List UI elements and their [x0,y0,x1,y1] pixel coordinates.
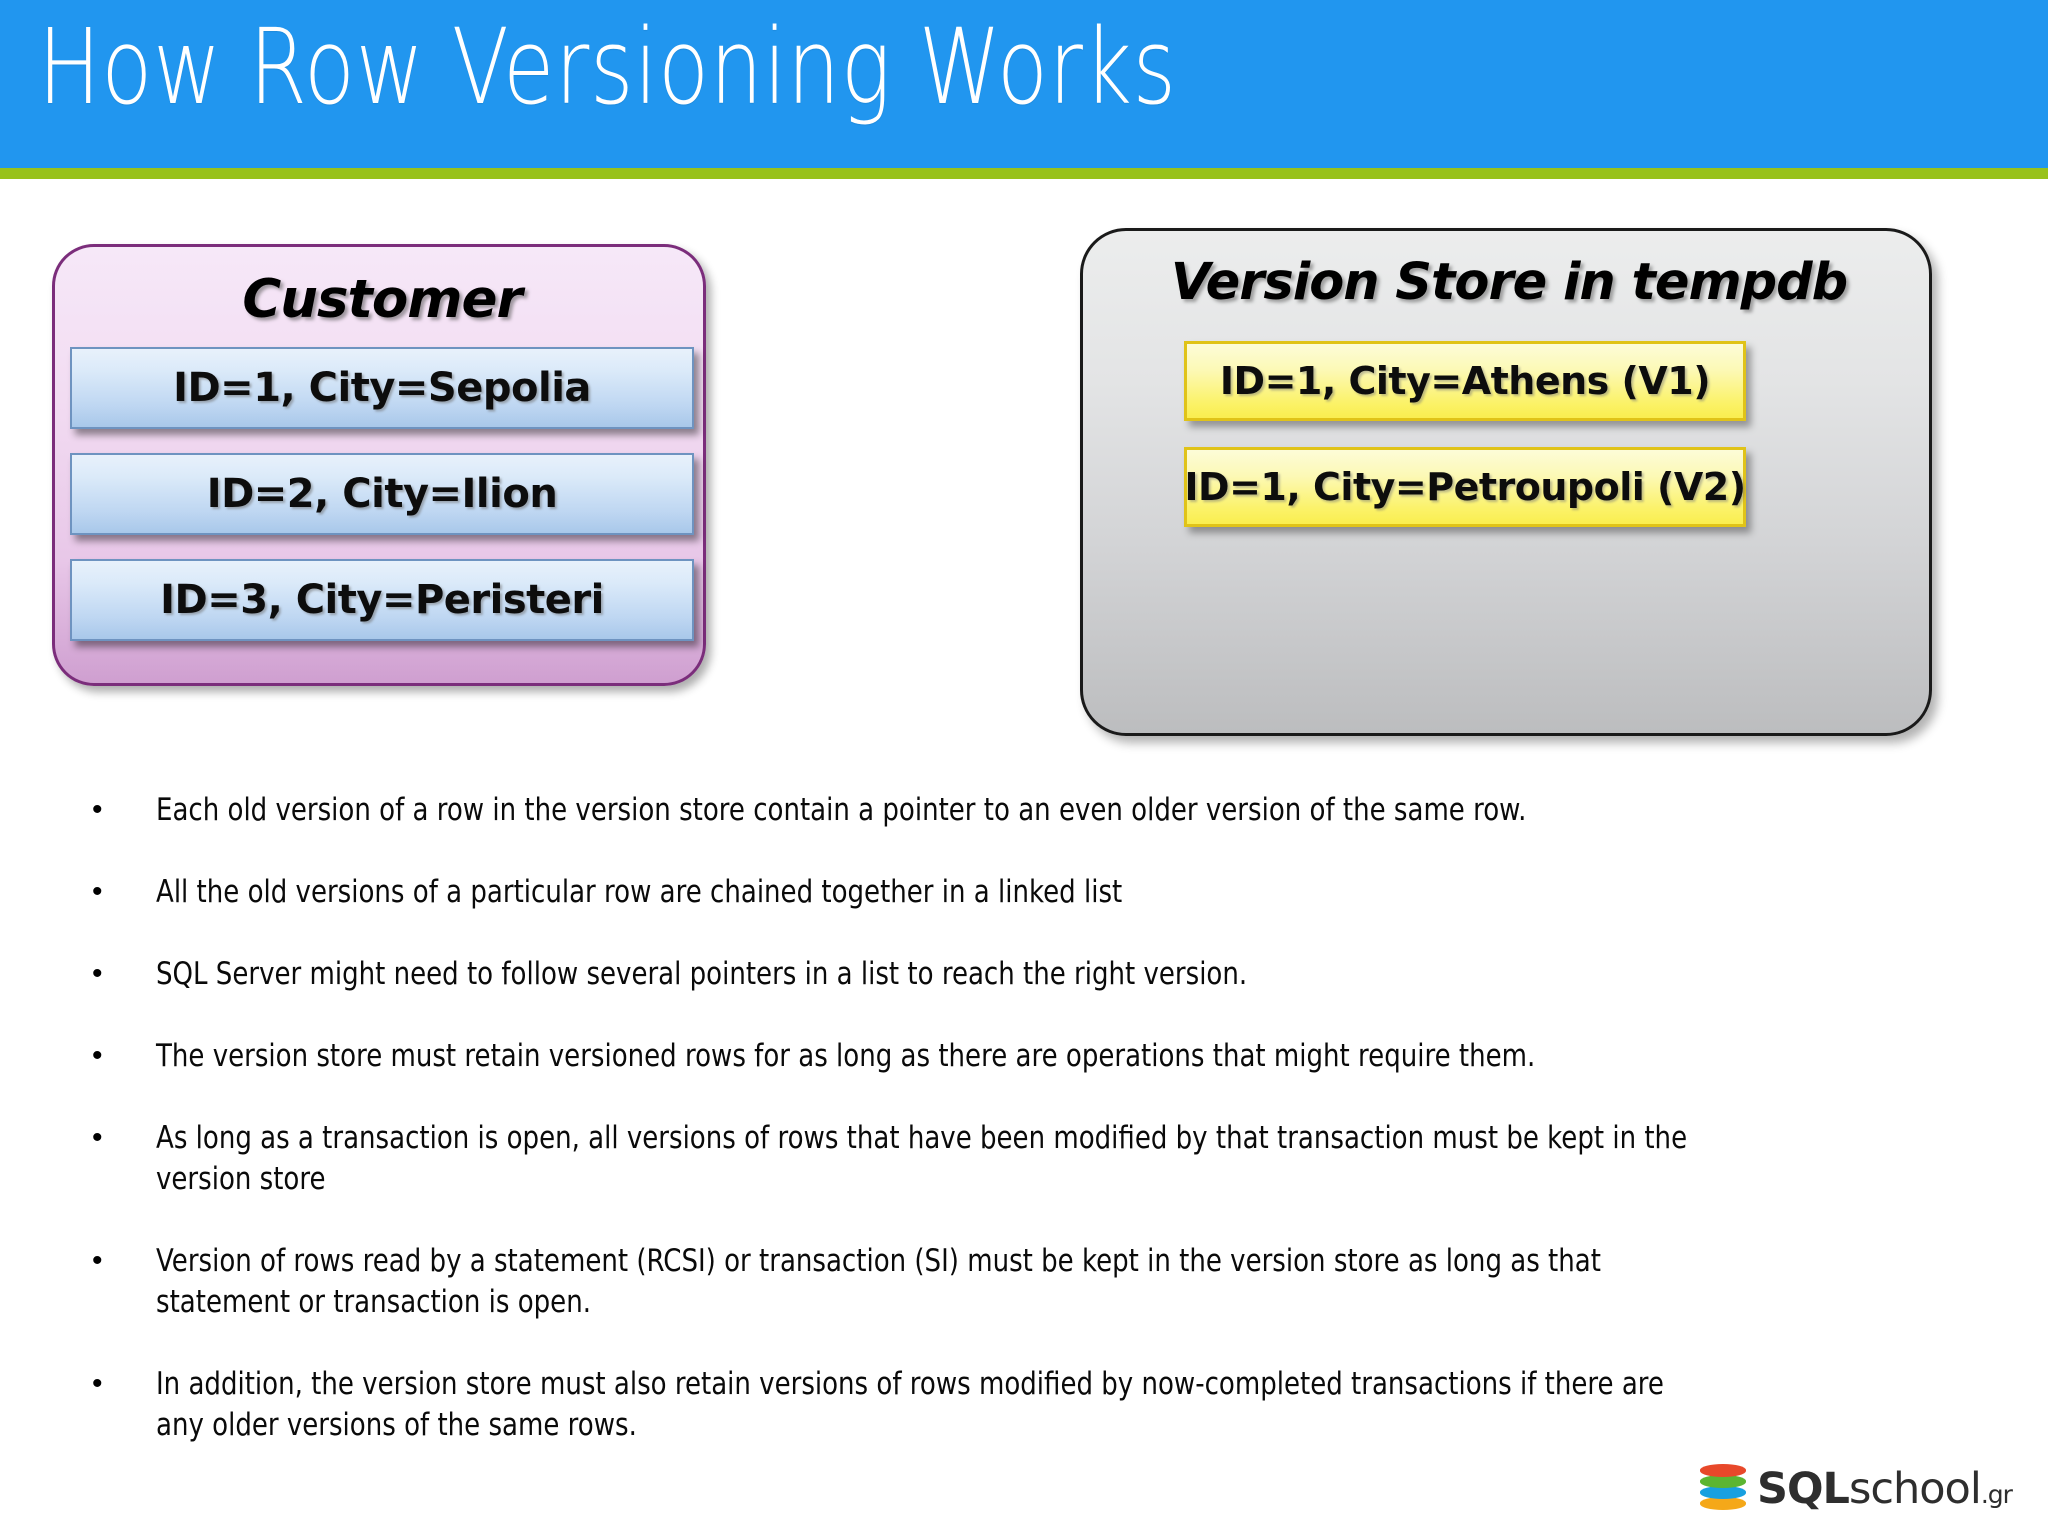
bullet-marker-icon: • [92,1121,103,1154]
customer-row: ID=2, City=Ilion [70,453,694,535]
cylinder-band-red [1700,1464,1746,1477]
list-item: • Each old version of a row in the versi… [84,790,1984,831]
bullet-list: • Each old version of a row in the versi… [84,790,1984,1487]
version-store-row-label: ID=1, City=Petroupoli (V2) [1184,465,1746,509]
cylinder-band-green [1700,1475,1746,1488]
list-item-text: SQL Server might need to follow several … [156,956,1248,992]
list-item-text: In addition, the version store must also… [156,1366,1664,1443]
bullet-marker-icon: • [92,957,103,990]
version-store-row-label: ID=1, City=Athens (V1) [1219,359,1711,403]
version-store-row: ID=1, City=Athens (V1) [1184,341,1746,421]
list-item: • The version store must retain versione… [84,1036,1984,1077]
page-title: How Row Versioning Works [38,6,1177,128]
customer-row: ID=3, City=Peristeri [70,559,694,641]
list-item: • In addition, the version store must al… [84,1364,1984,1446]
list-item-text: As long as a transaction is open, all ve… [156,1120,1688,1197]
list-item: • All the old versions of a particular r… [84,872,1984,913]
customer-row-label: ID=2, City=Ilion [206,471,558,517]
logo-text: SQLschool.gr [1757,1464,2013,1514]
logo-school-text: school [1848,1464,1982,1514]
list-item-text: Each old version of a row in the version… [156,792,1527,828]
bullet-marker-icon: • [92,1039,103,1072]
bullet-marker-icon: • [92,1244,103,1277]
list-item-text: Version of rows read by a statement (RCS… [156,1243,1601,1320]
customer-row: ID=1, City=Sepolia [70,347,694,429]
sqlschool-logo: SQLschool.gr [1700,1464,2013,1514]
customer-row-label: ID=1, City=Sepolia [173,365,591,411]
database-cylinder-icon [1700,1464,1746,1514]
bullet-marker-icon: • [92,793,103,826]
bullet-marker-icon: • [92,875,103,908]
header-accent-line [0,168,2048,179]
version-store-row: ID=1, City=Petroupoli (V2) [1184,447,1746,527]
list-item-text: All the old versions of a particular row… [156,874,1123,910]
header-band [0,0,2048,168]
list-item: • As long as a transaction is open, all … [84,1118,1984,1200]
customer-panel-title: Customer [242,269,522,330]
cylinder-band-yellow [1700,1497,1746,1510]
bullet-marker-icon: • [92,1367,103,1400]
customer-table-panel: Customer ID=1, City=Sepolia ID=2, City=I… [52,244,706,686]
version-store-panel: Version Store in tempdb ID=1, City=Athen… [1080,228,1932,736]
customer-row-label: ID=3, City=Peristeri [160,577,604,623]
logo-sql-text: SQL [1757,1464,1850,1514]
list-item-text: The version store must retain versioned … [156,1038,1536,1074]
list-item: • SQL Server might need to follow severa… [84,954,1984,995]
list-item: • Version of rows read by a statement (R… [84,1241,1984,1323]
cylinder-band-blue [1700,1486,1746,1499]
version-store-panel-title: Version Store in tempdb [1170,253,1848,312]
logo-tld-text: .gr [1980,1480,2013,1509]
